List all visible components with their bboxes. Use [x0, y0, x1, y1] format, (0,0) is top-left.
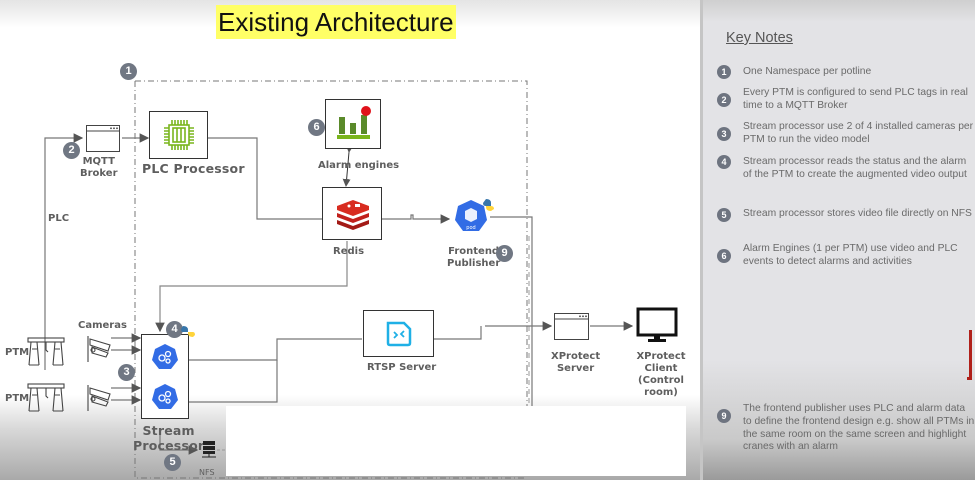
note-badge: 4: [717, 155, 731, 169]
xprotect-server-label: XProtect Server: [551, 351, 601, 374]
python-icon: [181, 326, 195, 337]
browser-window-icon: [86, 125, 120, 152]
redis-label: Redis: [333, 246, 365, 257]
note-badge: 3: [717, 127, 731, 141]
xprotect-client-label: XProtect Client (Control room): [636, 351, 686, 398]
rtsp-server-node[interactable]: [363, 310, 434, 357]
namespace-boundary: [134, 80, 528, 479]
plc-line: [44, 133, 84, 370]
note-item: The frontend publisher uses PLC and alar…: [743, 403, 975, 453]
panel-divider: [700, 0, 703, 480]
kubernetes-pod-python-icon[interactable]: pod: [453, 197, 497, 237]
plc-processor-node[interactable]: [149, 111, 208, 159]
plc-line-label: PLC: [48, 213, 70, 224]
redis-stack-icon: [337, 200, 369, 230]
connector-layer: [44, 80, 634, 479]
plc-processor-label: PLC Processor: [142, 161, 245, 176]
ptm-label-2: PTM: [5, 393, 30, 404]
alarm-redis-line: [342, 144, 354, 187]
server-rack-icon: [202, 441, 216, 458]
stream-to-rtsp-line-2: [189, 360, 278, 403]
alarm-engines-label: Alarm engines: [318, 160, 400, 171]
note-item: Stream processor reads the status and th…: [743, 156, 967, 180]
redis-node[interactable]: [322, 187, 382, 240]
svg-text:pod: pod: [466, 225, 475, 231]
kubernetes-icon: [152, 384, 178, 409]
ptm-label-1: PTM: [5, 347, 30, 358]
rtsp-server-label: RTSP Server: [367, 362, 437, 373]
key-notes-title: Key Notes: [726, 30, 793, 46]
note-item: Every PTM is configured to send PLC tags…: [743, 87, 968, 111]
frontend-to-xprotect-line: [490, 216, 533, 406]
cctv-camera-icon: [87, 336, 111, 362]
crane-icon: [27, 337, 65, 366]
chip-icon: [164, 120, 194, 150]
alarm-engines-node[interactable]: [325, 99, 381, 149]
rtsp-to-xprotect-line: [434, 326, 482, 340]
nfs-label: NFS: [199, 468, 215, 477]
crane-icon: [27, 383, 65, 412]
frontend-publisher-label: Frontend Publisher: [447, 246, 501, 269]
cameras-label: Cameras: [78, 320, 127, 331]
badge-nfs: 5: [164, 454, 181, 471]
badge-namespace: 1: [120, 63, 137, 80]
badge-mqtt: 2: [63, 142, 80, 159]
stream-processor-label: Stream Processor: [133, 423, 205, 453]
note-badge: 9: [717, 409, 731, 423]
note-item: Alarm Engines (1 per PTM) use video and …: [743, 243, 958, 267]
page-title: Existing Architecture: [216, 5, 456, 39]
key-notes-panel: Key Notes 1 One Namespace per potline 2 …: [703, 0, 975, 480]
red-annotation-mark: [967, 330, 972, 380]
cctv-camera-icon: [87, 385, 111, 411]
redis-to-stream-line: [155, 241, 348, 333]
badge-alarm: 6: [308, 119, 325, 136]
stream-to-rtsp-line: [189, 338, 362, 361]
redis-to-frontend-line: [382, 214, 451, 224]
monitor-icon[interactable]: [636, 307, 678, 345]
kubernetes-icon: [152, 344, 178, 369]
note-badge: 5: [717, 208, 731, 222]
note-badge: 2: [717, 93, 731, 107]
badge-stream-status: 4: [166, 321, 183, 338]
note-item: Stream processor stores video file direc…: [743, 208, 972, 219]
stream-to-nfs-line: [159, 432, 199, 455]
note-badge: 6: [717, 249, 731, 263]
remote-connection-icon: [386, 321, 412, 347]
occluding-overlay: [226, 406, 686, 476]
browser-window-icon[interactable]: [554, 313, 590, 341]
note-badge: 1: [717, 65, 731, 79]
note-item: One Namespace per potline: [743, 66, 872, 77]
bar-chart-alert-icon: [337, 106, 371, 139]
mqtt-broker-label: MQTT Broker: [80, 156, 118, 179]
badge-cameras: 3: [118, 364, 135, 381]
badge-frontend: 9: [496, 245, 513, 262]
stream-processor-node[interactable]: [141, 334, 189, 419]
note-item: Stream processor use 2 of 4 installed ca…: [743, 121, 974, 145]
architecture-diagram: 1 2 MQTT Broker PLC PLC Processor 6 Al: [5, 63, 686, 479]
plc-to-redis-line: [208, 137, 322, 220]
